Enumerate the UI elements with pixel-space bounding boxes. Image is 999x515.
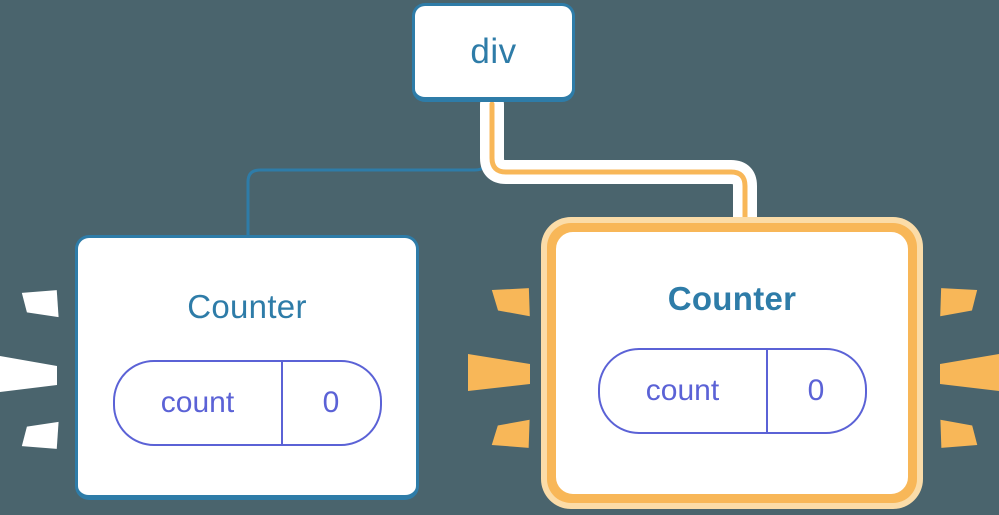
sparkle-group-right-orange [940,288,999,448]
prop-key: count [645,374,720,407]
prop-key: count [160,386,235,419]
prop-pill-left: count 0 [112,360,382,446]
sparkle-icon [491,419,530,448]
node-counter-right[interactable]: Counter count 0 [556,232,908,494]
sparkle-icon [491,288,530,317]
node-counter-left[interactable]: Counter count 0 [75,235,419,500]
node-counter-left-title: Counter [187,288,307,325]
sparkle-icon [940,419,978,448]
node-counter-right-highlight-glow: Counter count 0 [541,217,923,509]
node-counter-right-highlight-ring: Counter count 0 [547,223,917,503]
prop-divider [280,362,283,444]
edge-div-to-counter-right-halo [480,92,757,244]
sparkle-icon [940,288,978,317]
node-counter-right-title: Counter [667,280,797,317]
edge-div-to-counter-right [489,101,748,235]
sparkle-icon [468,354,530,391]
sparkle-icon [21,290,59,318]
edge-div-to-counter-left [246,102,489,238]
prop-pill-right: count 0 [597,348,867,434]
sparkle-icon [21,421,59,449]
sparkle-group-left-white [0,290,59,449]
prop-value: 0 [807,374,825,407]
node-div[interactable]: div [412,3,575,102]
sparkle-icon [940,354,999,391]
sparkle-icon [0,356,57,392]
prop-value: 0 [322,386,340,419]
sparkle-group-middle-orange [468,288,530,448]
prop-divider [765,350,768,432]
node-div-label: div [470,32,517,71]
